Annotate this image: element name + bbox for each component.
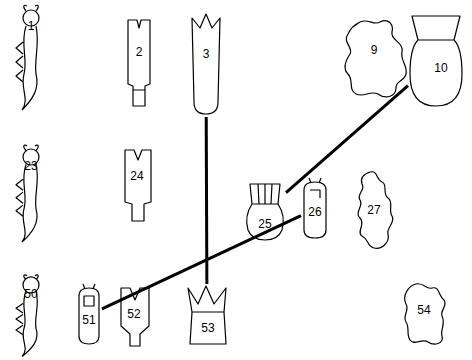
sign-glyph: 26 [301,178,329,240]
sign-number: 27 [367,203,380,217]
sign-glyph: 54 [400,282,448,346]
sign-glyph: 25 [244,180,286,242]
sign-glyph: 51 [76,284,102,346]
sign-glyph: 2 [125,18,153,108]
sign-number: 2 [136,45,143,59]
sign-outline-path [410,16,462,106]
sign-glyph: 53 [184,284,230,346]
sign-outline-path [358,172,393,249]
sign-number: 3 [203,47,210,61]
sign-number: 53 [201,321,214,335]
sign-outline [14,274,48,358]
sign-outline [188,12,224,117]
sign-outline-path [16,5,39,110]
sign-number: 24 [130,169,143,183]
sign-outline-path [405,284,445,344]
sign-outline-path [247,184,284,240]
sign-number: 10 [434,61,447,75]
sign-outline-path [16,145,39,242]
sign-glyph: 52 [118,286,152,348]
sign-glyph: 27 [352,170,396,254]
sign-outline-path [121,288,149,346]
sign-outline-path [192,14,220,114]
sign-glyph: 24 [122,148,154,223]
sign-outline-path [304,178,326,238]
sign-number: 52 [127,307,140,321]
sign-outline [125,18,153,108]
sign-outline-path [345,21,406,97]
sign-outline [184,284,230,346]
sign-outline-path [16,275,39,356]
sign-outline-path [125,150,151,221]
sign-number: 50 [24,287,37,301]
sign-glyph: 3 [188,12,224,117]
sign-outline-path [128,20,150,106]
sign-number: 54 [417,303,430,317]
sign-number: 23 [24,159,37,173]
sign-number: 25 [258,217,271,231]
sign-glyph: 9 [340,18,410,100]
sign-outline-path [79,284,99,344]
sign-outline [122,148,154,223]
sign-number: 26 [308,205,321,219]
sign-number: 51 [82,313,95,327]
sign-outline-path [188,286,226,344]
sign-glyph: 1 [14,4,48,112]
sign-glyph: 23 [14,144,48,244]
sign-number: 9 [371,43,378,57]
link-line [286,86,408,193]
sign-outline [244,180,286,242]
sign-glyph: 10 [408,14,464,108]
sign-glyph: 50 [14,274,48,358]
sign-outline [340,18,410,100]
sign-number: 1 [28,19,35,33]
